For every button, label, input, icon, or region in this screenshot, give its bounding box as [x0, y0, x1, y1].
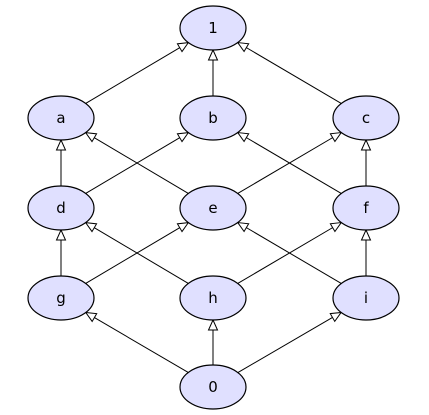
arrowhead-icon	[84, 311, 98, 323]
arrowhead-icon	[360, 138, 372, 151]
edge-i-to-e	[236, 221, 342, 284]
edge-g-to-e	[85, 221, 190, 284]
node-label: 1	[208, 19, 218, 37]
node-h: h	[179, 275, 247, 321]
edge-line	[94, 227, 189, 284]
node-ellipse	[332, 95, 400, 141]
edge-0-to-i	[237, 311, 343, 373]
node-ellipse	[179, 364, 247, 410]
arrowhead-icon	[236, 221, 250, 233]
node-g: g	[27, 275, 95, 321]
edge-e-to-c	[237, 131, 343, 194]
node-label: e	[208, 199, 217, 217]
node-ellipse	[332, 275, 400, 321]
edge-h-to-f	[237, 221, 343, 284]
node-ellipse	[27, 95, 95, 141]
node-ellipse	[27, 275, 95, 321]
node-label: d	[56, 199, 66, 217]
edge-b-to-1	[207, 48, 219, 96]
node-a: a	[27, 95, 95, 141]
node-ellipse	[179, 185, 247, 231]
arrowhead-icon	[55, 228, 67, 241]
node-d: d	[27, 185, 95, 231]
node-b: b	[179, 95, 247, 141]
arrowhead-icon	[360, 228, 372, 241]
arrowhead-icon	[329, 221, 343, 233]
arrowhead-icon	[207, 318, 219, 331]
edge-h-to-d	[84, 221, 189, 284]
edge-d-to-a	[55, 138, 67, 186]
edge-line	[246, 47, 342, 104]
node-label: b	[208, 109, 218, 127]
node-ellipse	[179, 275, 247, 321]
edges-layer	[55, 41, 372, 373]
node-label: 0	[208, 378, 218, 396]
arrowhead-icon	[236, 41, 250, 53]
arrowhead-icon	[55, 138, 67, 151]
edge-line	[85, 227, 180, 284]
edge-line	[237, 137, 333, 194]
edge-g-to-d	[55, 228, 67, 276]
edge-0-to-g	[84, 311, 189, 373]
edge-line	[94, 137, 189, 194]
node-i: i	[332, 275, 400, 321]
node-c: c	[332, 95, 400, 141]
node-e: e	[179, 185, 247, 231]
node-f: f	[332, 185, 400, 231]
node-0: 0	[179, 364, 247, 410]
nodes-layer: 1 a b c d e f g h i 0	[27, 5, 400, 410]
arrowhead-icon	[84, 131, 98, 143]
edge-f-to-c	[360, 138, 372, 186]
arrowhead-icon	[329, 311, 343, 323]
edge-line	[246, 137, 342, 194]
edge-f-to-b	[236, 131, 342, 194]
node-label: a	[56, 109, 65, 127]
arrowhead-icon	[236, 131, 250, 143]
node-ellipse	[27, 185, 95, 231]
node-label: c	[362, 109, 370, 127]
edge-c-to-1	[236, 41, 342, 104]
arrowhead-icon	[84, 221, 98, 233]
arrowhead-icon	[176, 41, 190, 53]
node-label: h	[208, 289, 218, 307]
arrowhead-icon	[176, 131, 190, 143]
edge-i-to-f	[360, 228, 372, 276]
edge-line	[85, 47, 180, 104]
edge-line	[85, 137, 180, 194]
arrowhead-icon	[176, 221, 190, 233]
edge-e-to-a	[84, 131, 189, 194]
edge-line	[246, 227, 342, 284]
node-label: g	[56, 289, 66, 307]
edge-line	[94, 317, 189, 373]
node-1: 1	[179, 5, 247, 51]
edge-0-to-h	[207, 318, 219, 365]
node-ellipse	[179, 95, 247, 141]
arrowhead-icon	[329, 131, 343, 143]
arrowhead-icon	[207, 48, 219, 61]
edge-a-to-1	[85, 41, 190, 104]
node-label: i	[364, 289, 368, 307]
node-ellipse	[332, 185, 400, 231]
edge-line	[237, 317, 333, 373]
edge-d-to-b	[85, 131, 190, 194]
edge-line	[237, 227, 333, 284]
node-label: f	[363, 199, 369, 217]
node-ellipse	[179, 5, 247, 51]
